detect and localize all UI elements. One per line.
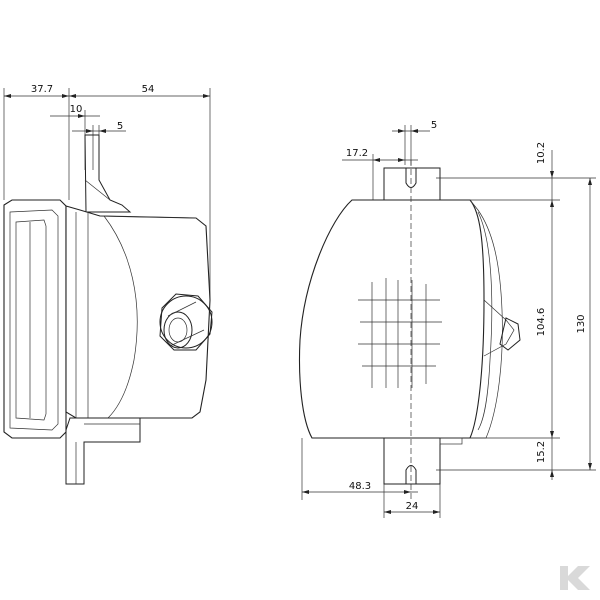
dim-37-7-label: 37.7 xyxy=(31,84,53,95)
dimension-bracket-offset-front xyxy=(342,154,418,200)
front-dim-17-2-label: 17.2 xyxy=(346,148,368,159)
cable-connector xyxy=(159,293,213,351)
dim-5-label: 5 xyxy=(117,121,123,132)
mounting-bracket-bottom xyxy=(65,417,141,485)
front-dim-48-3-label: 48.3 xyxy=(349,481,371,492)
front-view: 5 17.2 xyxy=(298,120,596,518)
front-dim-24-label: 24 xyxy=(406,501,419,512)
lamp-body-front xyxy=(298,199,521,439)
dimension-slot-width xyxy=(392,125,430,165)
front-dim-5-label: 5 xyxy=(431,120,437,131)
lamp-lens-side xyxy=(3,199,67,439)
dim-10-label: 10 xyxy=(70,104,83,115)
front-dim-104-6-label: 104.6 xyxy=(536,308,547,337)
front-dim-130-label: 130 xyxy=(576,314,587,333)
brand-logo xyxy=(560,566,590,590)
dim-54-label: 54 xyxy=(142,84,155,95)
front-dim-15-2-label: 15.2 xyxy=(536,441,547,463)
lamp-housing-side xyxy=(65,205,211,419)
dimension-vertical-right xyxy=(436,150,596,480)
front-dim-10-2-label: 10.2 xyxy=(536,142,547,164)
dimension-horizontal-bottom xyxy=(301,438,441,518)
front-bracket-bottom xyxy=(383,437,463,485)
lens-grid-pattern xyxy=(358,278,442,388)
side-view: 37.7 54 10 5 xyxy=(3,84,213,485)
dimension-overall-depth xyxy=(3,88,211,300)
dimension-bracket-offset xyxy=(50,110,100,170)
mounting-bracket-top xyxy=(84,134,132,213)
